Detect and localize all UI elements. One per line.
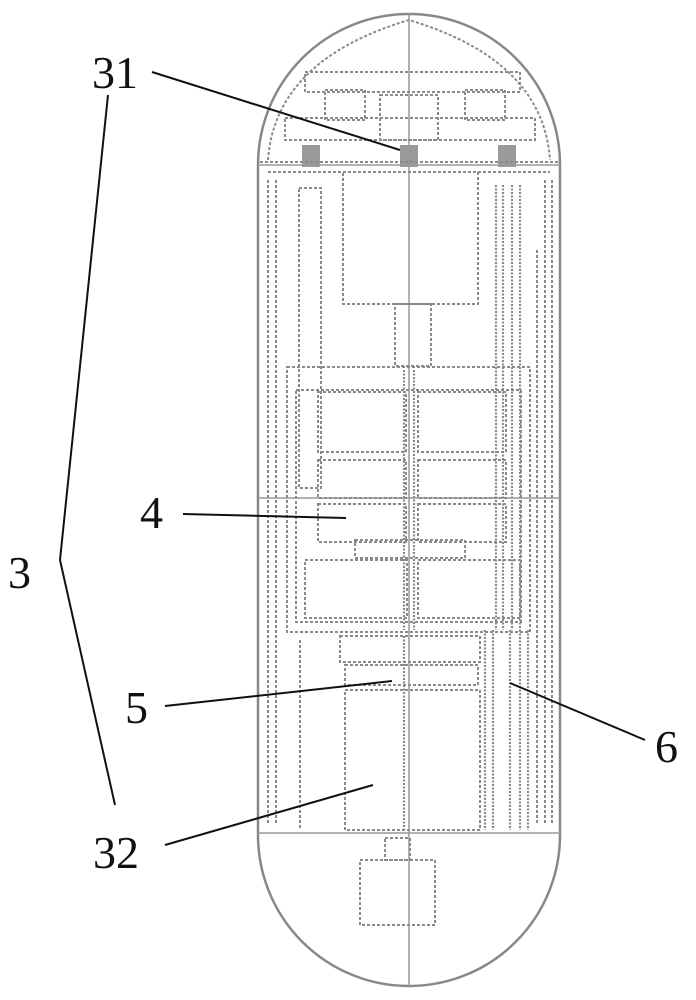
- label-32: 32: [93, 827, 139, 878]
- lower-block: [299, 635, 481, 831]
- label-6: 6: [655, 721, 678, 772]
- top-cap-assembly: [260, 18, 558, 167]
- central-frame: [286, 366, 531, 633]
- label-5: 5: [125, 682, 148, 733]
- label-31: 31: [92, 47, 138, 98]
- bottom-cap: [359, 837, 436, 926]
- leader-lines: [59, 71, 646, 846]
- label-3: 3: [8, 547, 31, 598]
- upper-box: [342, 171, 479, 367]
- label-4: 4: [140, 487, 163, 538]
